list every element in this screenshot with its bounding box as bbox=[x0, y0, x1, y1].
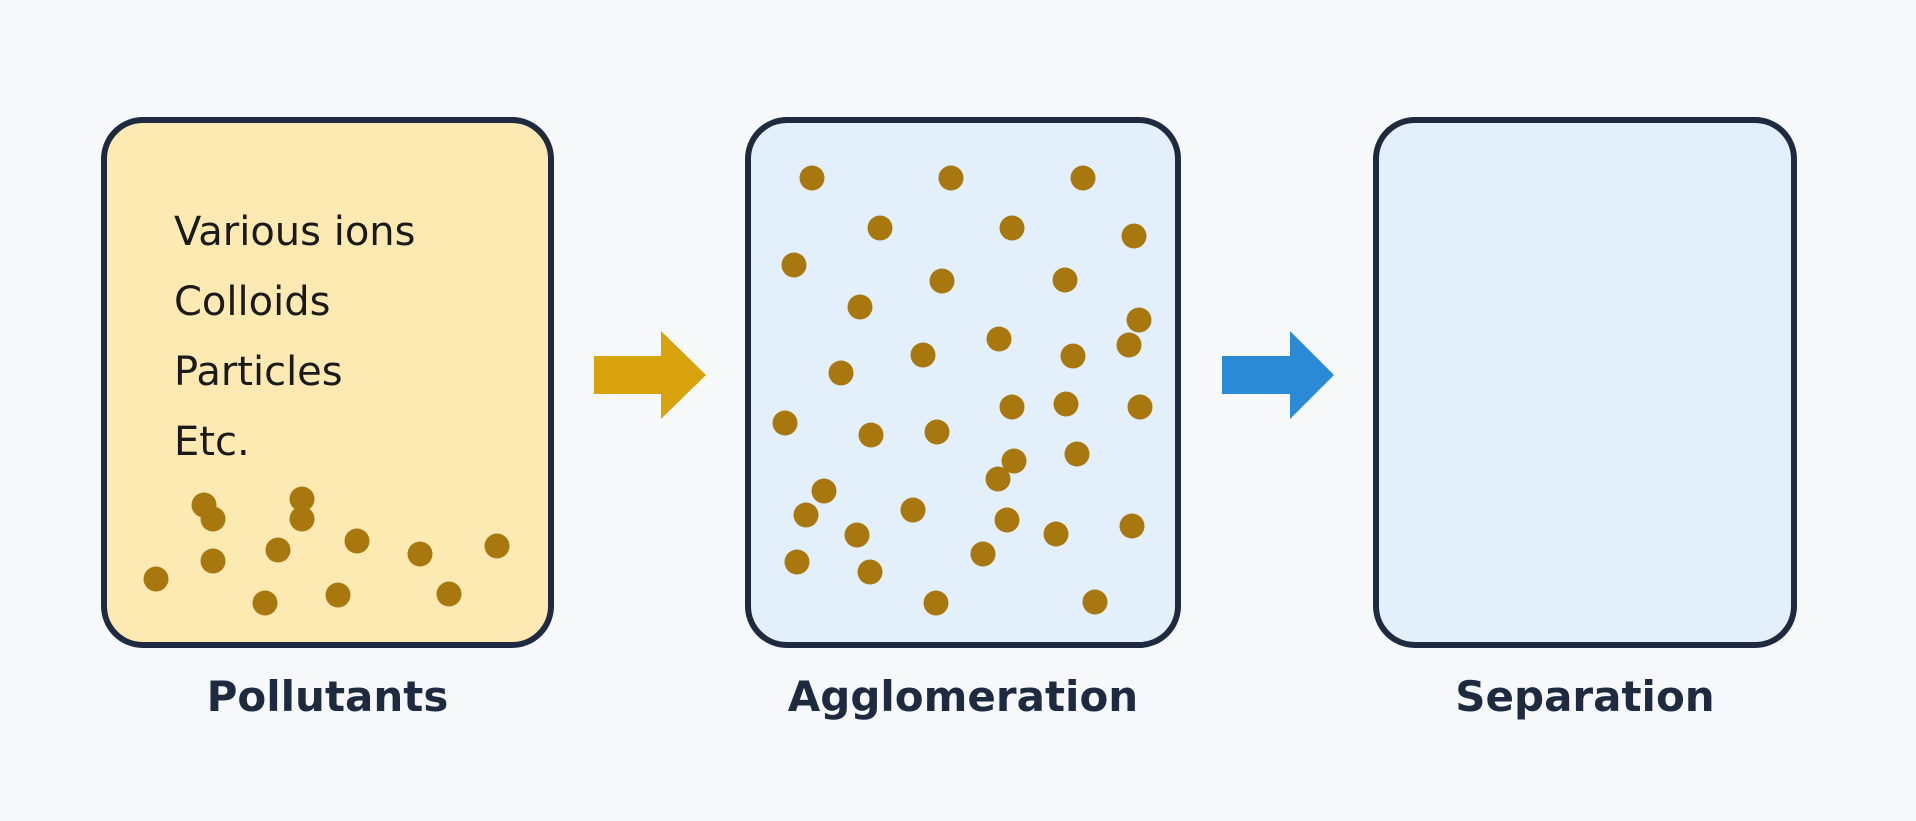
pollutant-item-ions: Various ions bbox=[174, 209, 416, 255]
agglomeration-tank bbox=[745, 117, 1181, 648]
separation-tank bbox=[1373, 117, 1797, 648]
pollutant-item-colloids: Colloids bbox=[174, 279, 331, 325]
caption-pollutants: Pollutants bbox=[206, 672, 449, 721]
caption-agglomeration: Agglomeration bbox=[787, 672, 1139, 721]
arrow-right-icon-1 bbox=[594, 331, 706, 419]
pollutant-list: Various ions Colloids Particles Etc. bbox=[174, 204, 415, 484]
pollutant-item-etc: Etc. bbox=[174, 419, 250, 465]
arrow-right-icon-2 bbox=[1222, 331, 1334, 419]
pollutant-item-particles: Particles bbox=[174, 349, 343, 395]
caption-separation: Separation bbox=[1455, 672, 1715, 721]
pollutants-tank bbox=[101, 117, 554, 648]
